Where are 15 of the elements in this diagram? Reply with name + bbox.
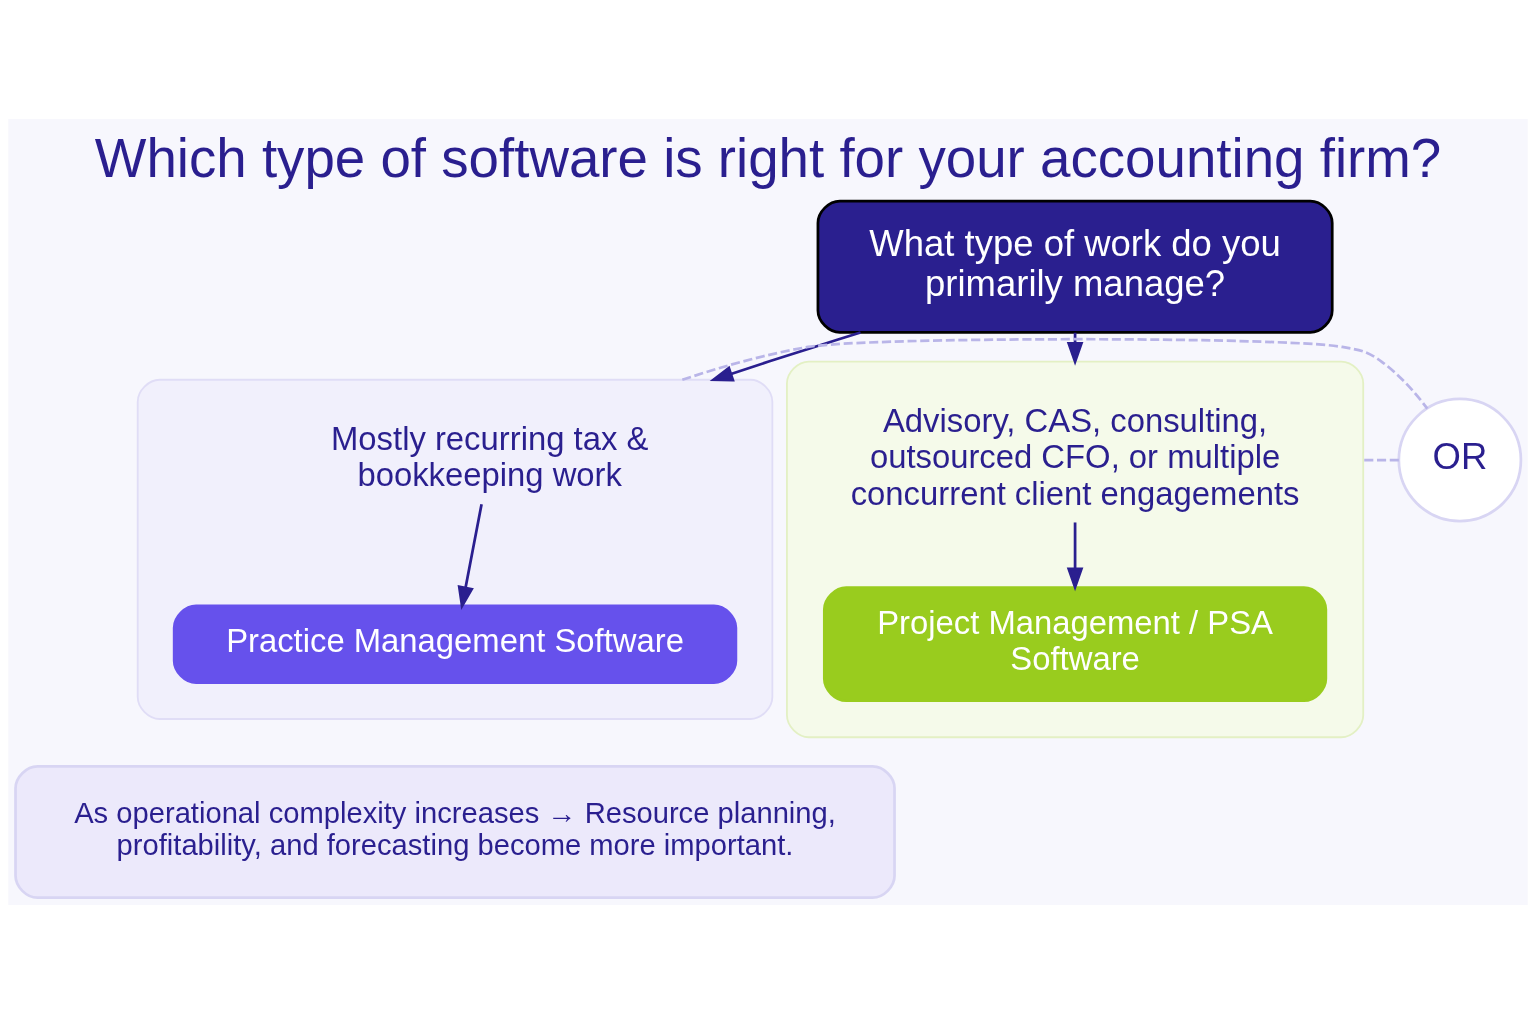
cluster (786, 360, 1365, 739)
node-text: Mostly recurring tax & bookkeeping work (331, 419, 649, 494)
arrow (1066, 522, 1084, 592)
node-text: Advisory, CAS, consulting, outsourced CFO, or multiple concurrent client engagements (850, 401, 1300, 512)
cluster (136, 378, 774, 720)
node-box: Practice Management Software (172, 604, 738, 684)
node-circle: OR (1397, 397, 1523, 523)
node-box: Project Management / PSA Software (822, 586, 1328, 703)
arrow (709, 331, 861, 382)
connector (1363, 458, 1399, 462)
arrow (457, 503, 483, 610)
diagram-title: Which type of software is right for your accounting firm? (94, 127, 1442, 190)
node-box: What type of work do you primarily manage? (816, 199, 1334, 334)
connector (681, 337, 1429, 410)
node-box: As operational complexity increases → Resource planning, profitability, and forecasting become more important. (14, 765, 896, 900)
